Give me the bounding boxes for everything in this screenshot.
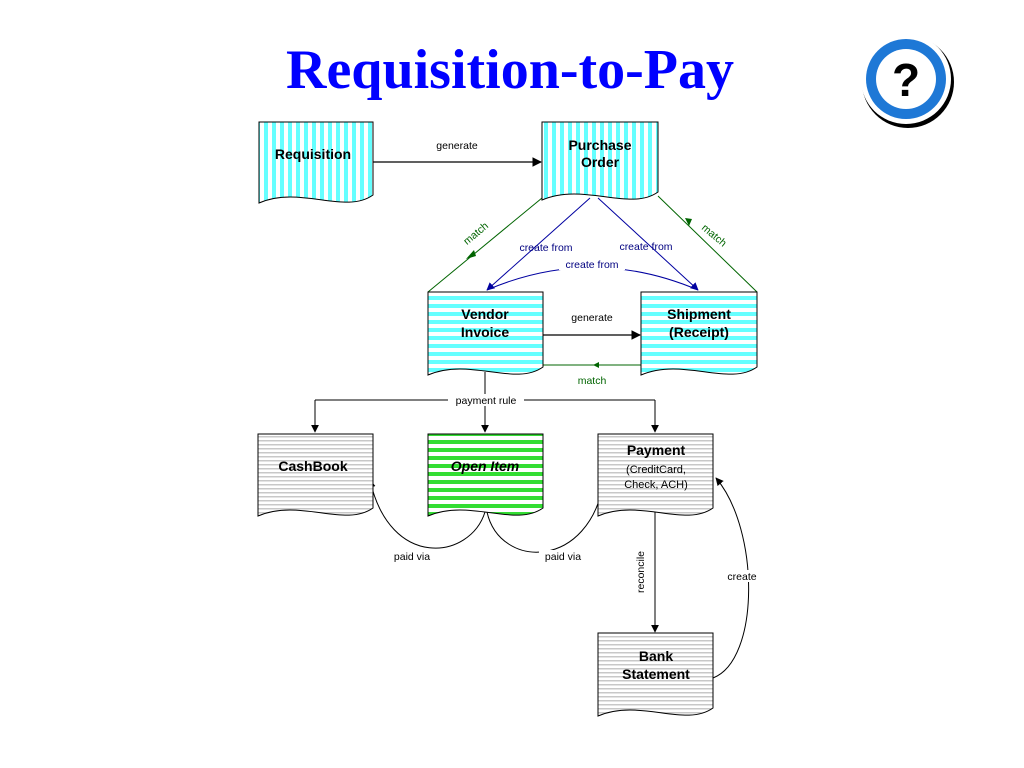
help-button[interactable]: ? [858, 32, 958, 132]
edge-shipment-invoice-match: match [543, 362, 641, 387]
edge-invoice-shipment-create: create from [486, 258, 699, 291]
edge-label-reconcile: reconcile [635, 551, 647, 593]
node-purchase-order-line2: Order [581, 154, 620, 170]
node-requisition[interactable]: Requisition [258, 121, 374, 204]
edge-po-shipment-match: match [657, 195, 758, 293]
node-payment-line3: Check, ACH) [624, 479, 688, 491]
edge-invoice-shipment-generate: generate [543, 312, 641, 340]
node-bank-statement-line2: Statement [622, 666, 690, 682]
edge-openitem-payment-paid-via: paid via [486, 479, 607, 563]
node-shipment-line2: (Receipt) [669, 324, 729, 340]
question-mark-icon: ? [861, 34, 954, 128]
node-payment-line1: Payment [627, 442, 686, 458]
edge-openitem-cashbook-paid-via: paid via [367, 479, 486, 563]
node-cashbook-label: CashBook [278, 458, 347, 474]
node-bank-statement-line1: Bank [639, 648, 673, 664]
edge-label-create: create [727, 571, 756, 583]
edge-label-match-right: match [699, 222, 729, 250]
edge-label-generate: generate [436, 140, 478, 152]
node-cashbook[interactable]: CashBook [257, 433, 374, 517]
node-open-item[interactable]: Open Item [427, 433, 544, 517]
edge-po-shipment-create: create from [597, 197, 699, 291]
edge-label-create-from-middle: create from [565, 259, 618, 271]
edge-label-create-from-left: create from [519, 242, 572, 254]
edge-po-invoice-create: create from [486, 197, 591, 291]
edge-label-generate-2: generate [571, 312, 613, 324]
node-purchase-order[interactable]: Purchase Order [541, 121, 659, 201]
node-vendor-invoice-line1: Vendor [461, 306, 509, 322]
node-shipment-line1: Shipment [667, 306, 731, 322]
page-title: Requisition-to-Pay [286, 39, 734, 101]
edge-create: create [712, 477, 762, 679]
edge-label-create-from-right: create from [619, 241, 672, 253]
node-shipment[interactable]: Shipment (Receipt) [640, 291, 758, 376]
node-payment-line2: (CreditCard, [626, 464, 686, 476]
edge-label-paid-via-right: paid via [545, 551, 581, 563]
svg-text:?: ? [892, 54, 920, 106]
edge-label-match-bottom: match [578, 375, 607, 387]
edge-label-paid-via-left: paid via [394, 551, 430, 563]
node-vendor-invoice-line2: Invoice [461, 324, 509, 340]
edge-reconcile: reconcile [635, 512, 659, 633]
node-bank-statement[interactable]: Bank Statement [597, 632, 714, 717]
edge-req-po: generate [373, 140, 542, 167]
node-vendor-invoice[interactable]: Vendor Invoice [427, 291, 544, 376]
node-payment[interactable]: Payment (CreditCard, Check, ACH) [597, 433, 714, 517]
edge-label-payment-rule: payment rule [456, 395, 517, 407]
node-requisition-label: Requisition [275, 146, 351, 162]
node-open-item-label: Open Item [451, 458, 519, 474]
node-purchase-order-line1: Purchase [568, 137, 631, 153]
edge-payment-rule: payment rule [311, 372, 659, 433]
